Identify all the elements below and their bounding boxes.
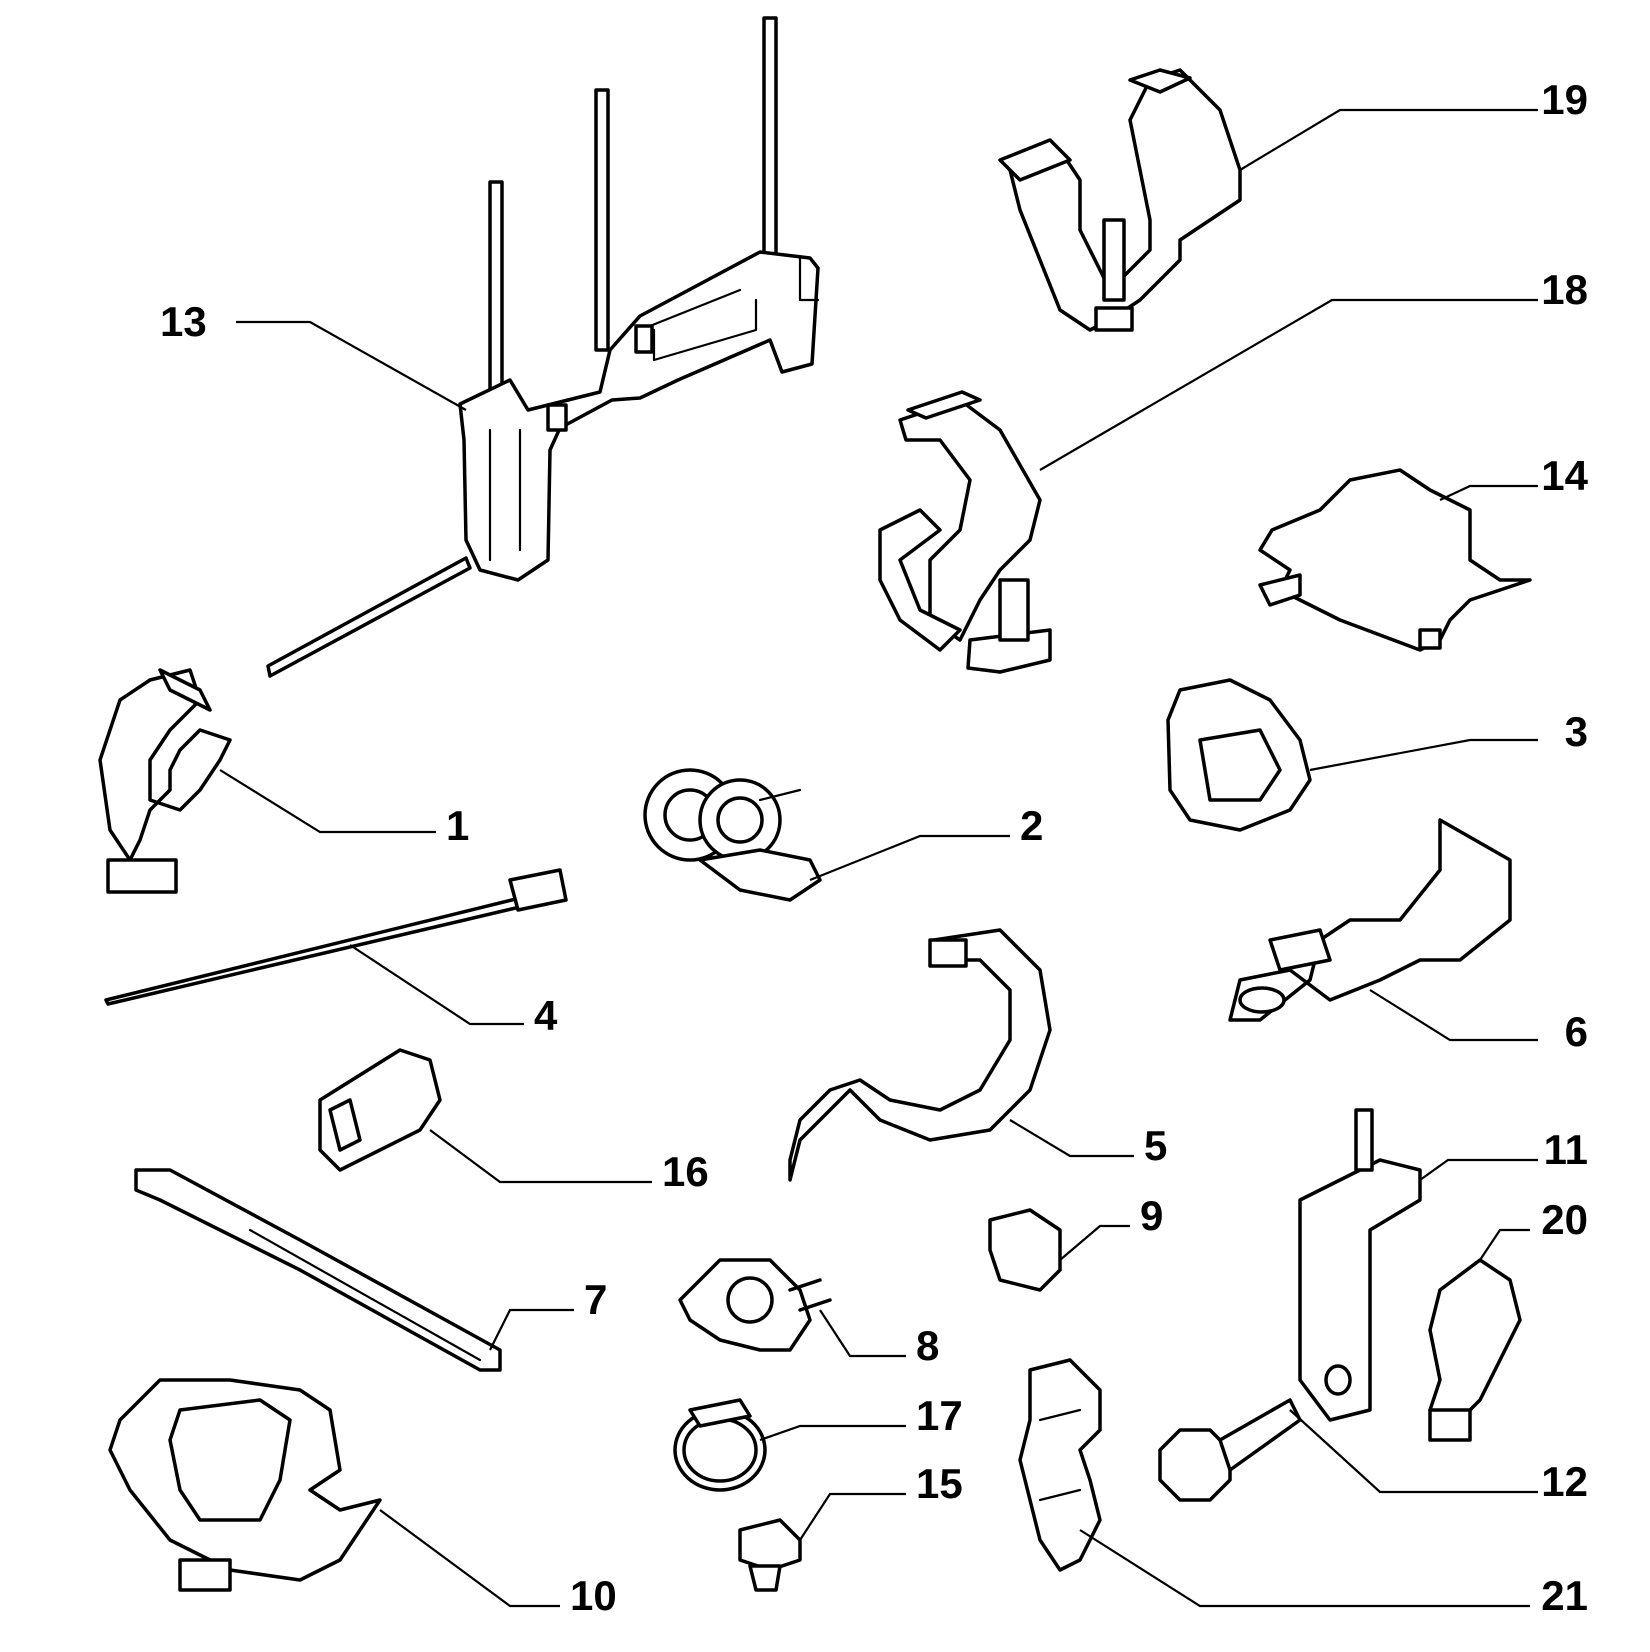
leader-2 — [809, 834, 1010, 882]
leader-5 — [1009, 1119, 1134, 1158]
part-20-clip — [1428, 1258, 1522, 1442]
part-3-grommet — [1166, 678, 1312, 832]
callout-17: 17 — [916, 1392, 963, 1439]
callout-labels: 13 19 18 14 1 3 2 4 6 16 5 9 11 20 7 8 1… — [160, 76, 1589, 1619]
leader-15 — [799, 1492, 906, 1541]
callout-20: 20 — [1541, 1196, 1588, 1243]
part-4-cable-tie — [104, 868, 568, 1006]
leader-3 — [1309, 738, 1538, 772]
part-17-hose-clamp — [673, 1398, 767, 1492]
leader-1 — [219, 769, 436, 834]
callout-3: 3 — [1565, 708, 1588, 755]
part-5-strap — [788, 928, 1052, 1182]
leader-21 — [1079, 1529, 1530, 1608]
leader-11 — [1419, 1158, 1538, 1181]
part-14-bracket — [1258, 468, 1532, 652]
leader-14 — [1439, 484, 1538, 501]
part-11-bracket — [1298, 1108, 1422, 1422]
callout-9: 9 — [1140, 1192, 1163, 1239]
callout-11: 11 — [1544, 1126, 1588, 1173]
leader-18 — [1039, 298, 1538, 471]
part-7-strap — [134, 1168, 502, 1372]
leader-8 — [819, 1309, 906, 1358]
part-21-clip-chain — [1018, 1358, 1102, 1572]
part-15-cap — [738, 1518, 802, 1592]
callout-21: 21 — [1541, 1572, 1588, 1619]
callout-16: 16 — [662, 1148, 709, 1195]
leader-10 — [379, 1509, 560, 1608]
part-18-clip — [878, 390, 1052, 674]
callout-1: 1 — [446, 802, 469, 849]
callout-4: 4 — [534, 992, 558, 1039]
part-19-clip — [998, 68, 1242, 332]
callout-14: 14 — [1541, 452, 1588, 499]
callout-7: 7 — [584, 1276, 607, 1323]
leader-lines — [219, 108, 1538, 1608]
leader-20 — [1479, 1228, 1530, 1261]
leader-12 — [1289, 1409, 1538, 1494]
part-6-bracket — [1228, 818, 1512, 1022]
part-16-edge-clip — [318, 1048, 442, 1172]
part-2-clip — [643, 768, 822, 902]
leader-19 — [1239, 108, 1538, 171]
part-12-bolt — [1158, 1398, 1302, 1502]
callout-5: 5 — [1144, 1122, 1167, 1169]
callout-13: 13 — [160, 298, 207, 345]
part-13-harness-bracket — [266, 16, 820, 678]
callout-8: 8 — [916, 1322, 939, 1369]
callout-10: 10 — [570, 1572, 617, 1619]
leader-17 — [759, 1424, 906, 1442]
callout-18: 18 — [1541, 266, 1588, 313]
leader-9 — [1059, 1224, 1130, 1261]
part-9-clip — [988, 1208, 1062, 1292]
callout-2: 2 — [1020, 802, 1043, 849]
leader-16 — [429, 1129, 652, 1184]
callout-6: 6 — [1565, 1008, 1588, 1055]
callout-12: 12 — [1541, 1458, 1588, 1505]
part-8-clip — [678, 1258, 832, 1352]
leader-4 — [349, 944, 524, 1026]
callout-15: 15 — [916, 1460, 963, 1507]
callout-19: 19 — [1541, 76, 1588, 123]
leader-6 — [1369, 989, 1538, 1042]
part-1-clip — [98, 668, 232, 894]
part-10-bracket — [108, 1378, 382, 1592]
leader-7 — [489, 1308, 574, 1351]
leader-13 — [236, 320, 467, 411]
